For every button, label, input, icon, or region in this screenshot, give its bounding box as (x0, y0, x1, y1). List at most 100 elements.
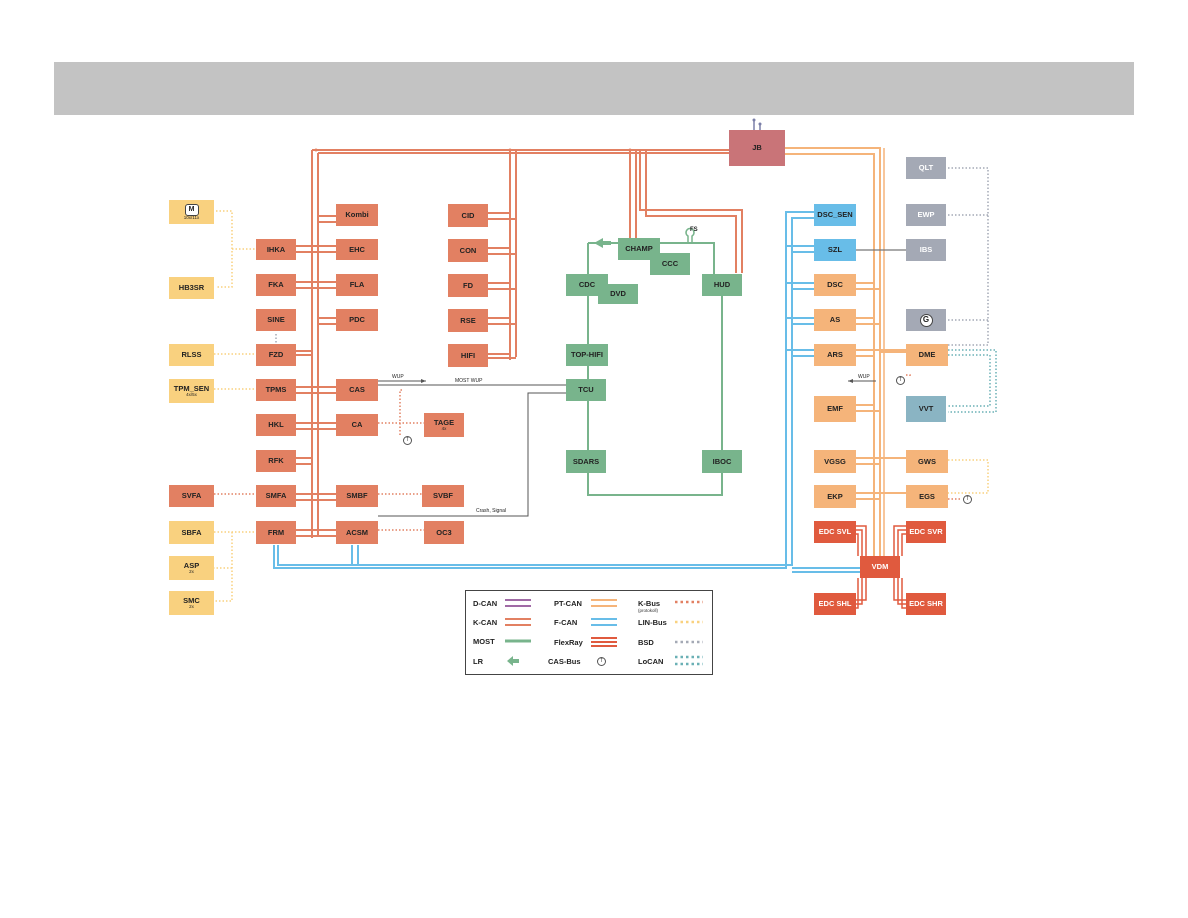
node-emf: EMF (814, 396, 856, 422)
node-hud: HUD (702, 274, 742, 296)
node-asp-count: 2x (189, 568, 194, 574)
legend-locan-swatch (675, 655, 703, 666)
legend-f-can-label: F-CAN (554, 618, 578, 627)
header-bar (54, 62, 1134, 115)
legend-lr-arrow-icon (507, 656, 519, 666)
node-vvt: VVT (906, 396, 946, 422)
node-dme: DME (906, 344, 948, 366)
node-egs: EGS (906, 485, 948, 508)
node-hkl: HKL (256, 414, 296, 436)
node-tpm-sen: TPM_SEN 4x/5x (169, 379, 214, 403)
node-smfa: SMFA (256, 485, 296, 507)
node-szl: SZL (814, 239, 856, 261)
node-qlt: QLT (906, 157, 946, 179)
node-hb3sr: HB3SR (169, 277, 214, 299)
legend-k-bus-sub: (protokoll) (638, 608, 659, 613)
node-smbf: SMBF (336, 485, 378, 507)
legend-k-bus-label: K-Bus (638, 599, 661, 608)
node-iboc: IBOC (702, 450, 742, 473)
legend-d-can-swatch (505, 599, 531, 607)
node-ewp: EWP (906, 204, 946, 226)
node-svbf: SVBF (422, 485, 464, 507)
most-wup-label: MOST WUP (455, 378, 483, 384)
crash-signal-label: Crash, Signal (476, 508, 507, 514)
node-fd: FD (448, 274, 488, 297)
generator-icon: G (919, 313, 933, 327)
node-champ: CHAMP (618, 238, 660, 260)
legend-pt-can-swatch (591, 599, 617, 607)
legend-lr-label: LR (473, 657, 483, 666)
node-cid: CID (448, 204, 488, 227)
fs-loop (685, 227, 695, 243)
node-pdc: PDC (336, 309, 378, 331)
node-vdm: VDM (860, 556, 900, 578)
node-rlss: RLSS (169, 344, 214, 366)
node-dvd: DVD (598, 284, 638, 304)
legend-pt-can-label: PT-CAN (554, 599, 582, 608)
node-cdc: CDC (566, 274, 608, 296)
legend-most-swatch (505, 639, 531, 643)
cas-bus-symbol-egs: T (963, 495, 972, 504)
node-acsm: ACSM (336, 521, 378, 544)
node-smc-count: 2x (189, 603, 194, 609)
cas-bus-symbol-dme: T (896, 376, 905, 385)
node-tpms: TPMS (256, 379, 296, 401)
node-dsc-sen: DSC_SEN (814, 204, 856, 226)
legend-lin-bus-swatch (675, 620, 703, 624)
legend-bsd-swatch (675, 640, 703, 644)
node-sbfa: SBFA (169, 521, 214, 544)
node-asp-label: ASP (183, 560, 200, 570)
node-rse: RSE (448, 309, 488, 332)
node-fla: FLA (336, 274, 378, 296)
node-ehc: EHC (336, 239, 378, 260)
node-sdars: SDARS (566, 450, 606, 473)
node-cas: CAS (336, 379, 378, 401)
node-as: AS (814, 309, 856, 331)
node-vgsg: VGSG (814, 450, 856, 473)
legend-bsd-label: BSD (638, 638, 654, 647)
node-dsc: DSC (814, 274, 856, 296)
node-edc-svr: EDC SVR (906, 521, 946, 543)
node-motor: M 10x/11x (169, 200, 214, 224)
node-hifi: HIFI (448, 344, 488, 367)
node-smc-label: SMC (183, 595, 200, 605)
node-fka: FKA (256, 274, 296, 296)
node-ccc: CCC (650, 253, 690, 275)
legend-k-bus-swatch (675, 600, 703, 604)
fs-label: FS (690, 227, 698, 233)
node-tage: TAGE 4x (424, 413, 464, 437)
node-generator: G (906, 309, 946, 331)
node-tage-label: TAGE (433, 417, 455, 427)
motor-icon: M (184, 203, 199, 216)
legend-d-can-label: D-CAN (473, 599, 498, 608)
node-oc3: OC3 (424, 521, 464, 544)
node-gws: GWS (906, 450, 948, 473)
node-ars: ARS (814, 344, 856, 366)
node-tage-count: 4x (441, 425, 447, 431)
node-fzd: FZD (256, 344, 296, 366)
wup-label-left: WUP (392, 374, 404, 380)
legend: D-CAN K-CAN MOST LR PT-CAN F-CAN FlexRay… (465, 590, 713, 675)
legend-locan-label: LoCAN (638, 657, 664, 666)
node-asp: ASP 2x (169, 556, 214, 580)
node-jb: JB (729, 130, 785, 166)
node-rfk: RFK (256, 450, 296, 472)
node-edc-shr: EDC SHR (906, 593, 946, 615)
legend-flexray-label: FlexRay (554, 638, 583, 647)
node-edc-shl: EDC SHL (814, 593, 856, 615)
node-sine: SINE (256, 309, 296, 331)
node-ca: CA (336, 414, 378, 436)
legend-flexray-swatch (591, 637, 617, 647)
legend-k-can-swatch (505, 618, 531, 626)
node-edc-svl: EDC SVL (814, 521, 856, 543)
node-kombi: Kombi (336, 204, 378, 226)
node-tcu: TCU (566, 379, 606, 401)
node-ekp: EKP (814, 485, 856, 508)
node-smc: SMC 2x (169, 591, 214, 615)
node-ibs: IBS (906, 239, 946, 261)
node-motor-count: 10x/11x (183, 214, 200, 220)
legend-cas-bus-icon: T (597, 657, 606, 666)
node-svfa: SVFA (169, 485, 214, 507)
wup-label-right: WUP (858, 374, 870, 380)
